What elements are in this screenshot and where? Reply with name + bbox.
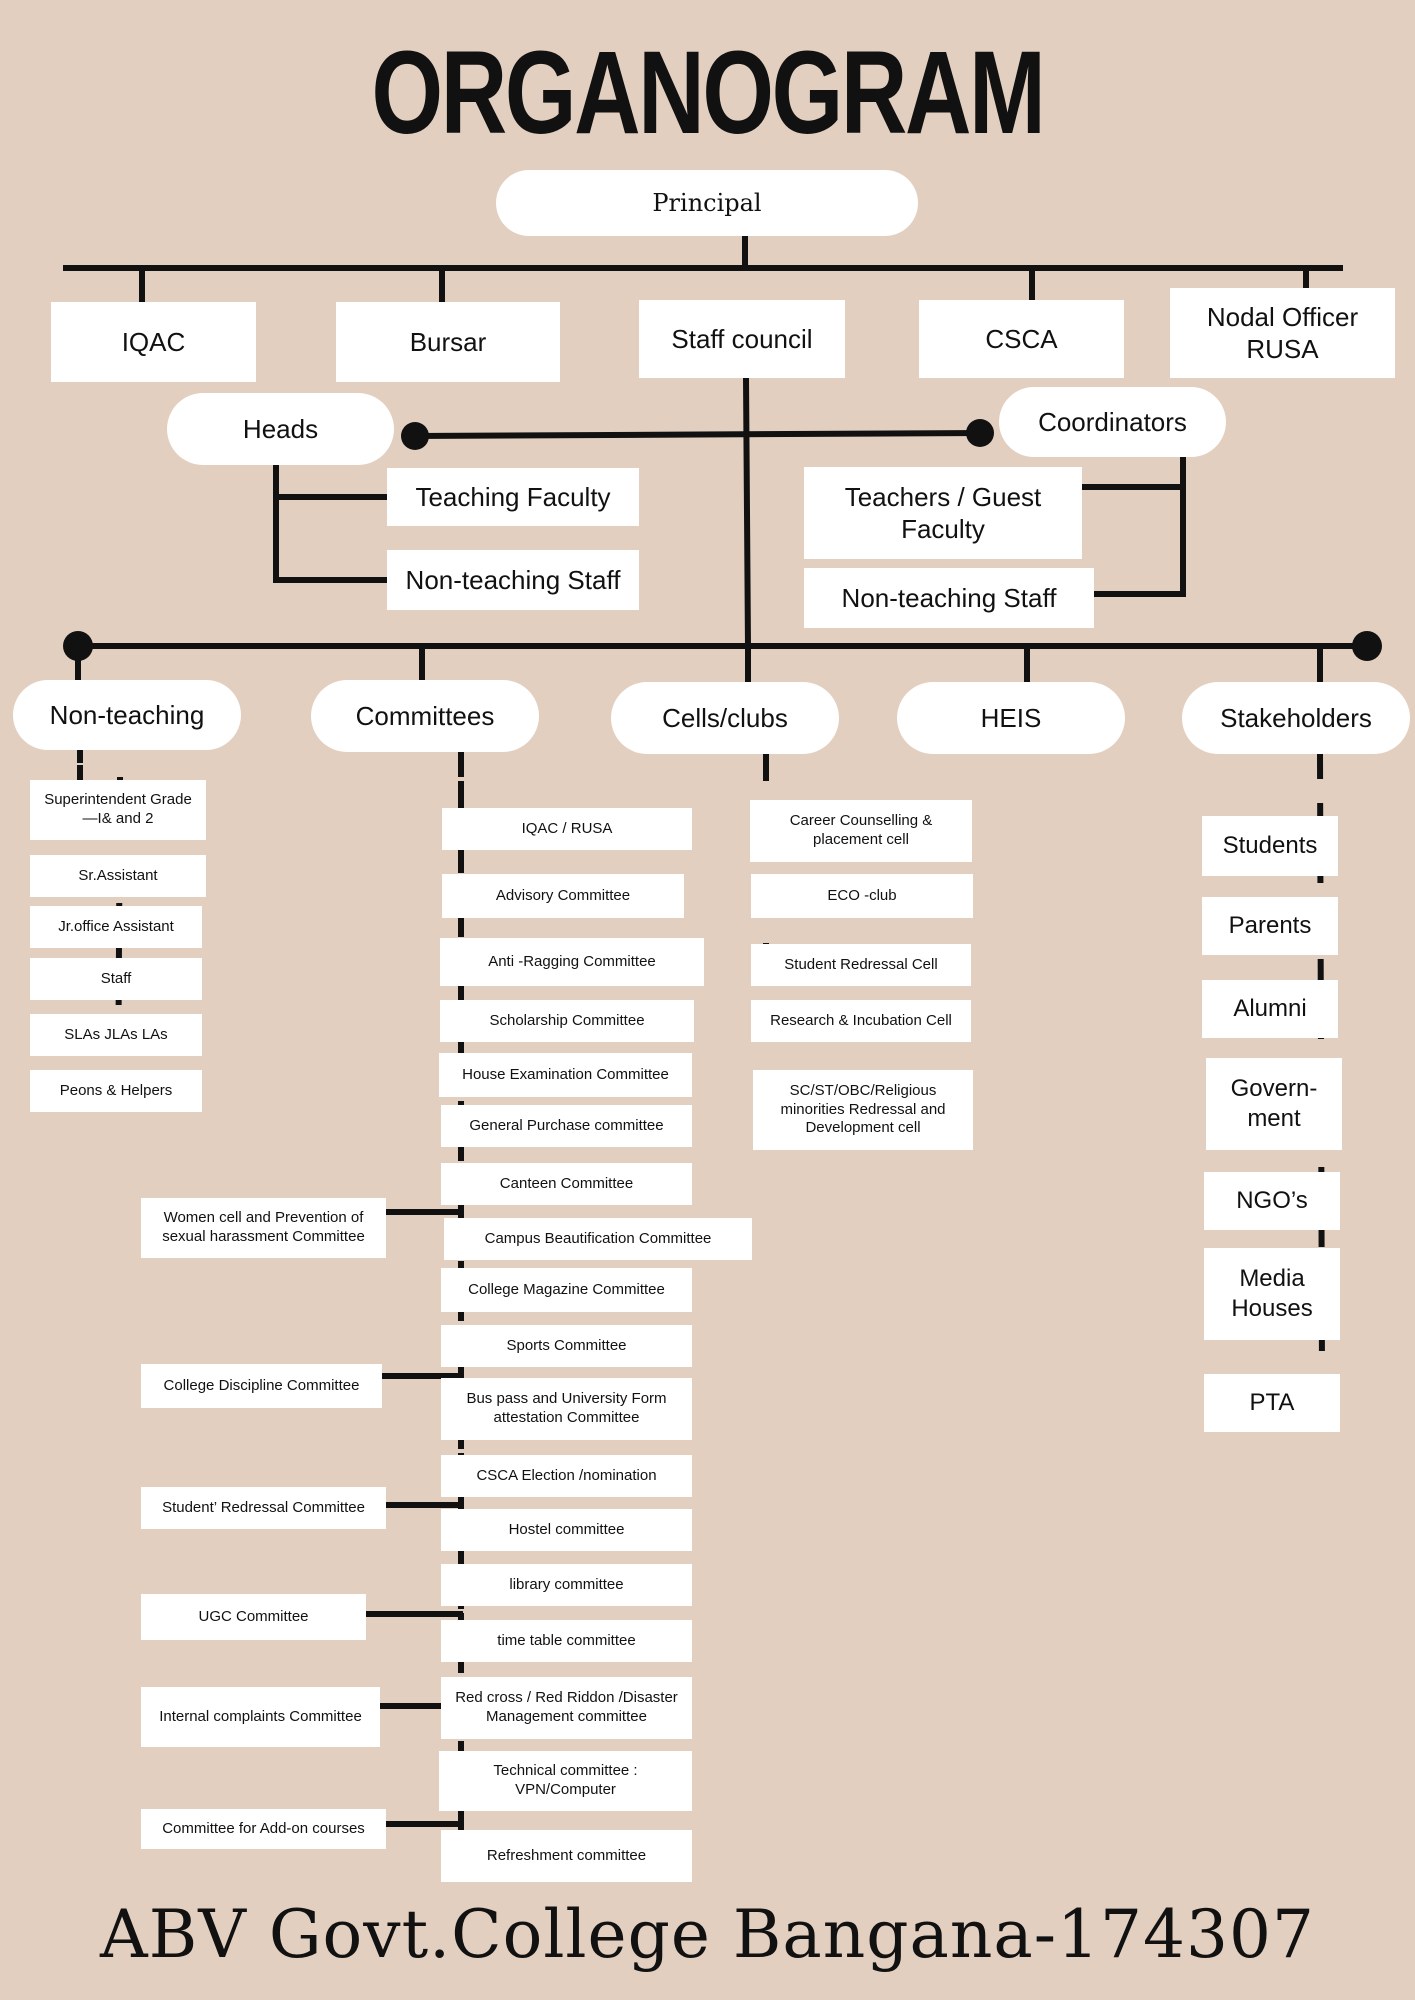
non-teaching-item: Peons & Helpers bbox=[30, 1070, 202, 1112]
committee-item: Advisory Committee bbox=[442, 874, 684, 918]
cell-item: ECO -club bbox=[751, 874, 973, 918]
heads-teaching-faculty: Teaching Faculty bbox=[387, 468, 639, 526]
top-node-csca: CSCA bbox=[919, 300, 1124, 378]
non-teaching-item: Sr.Assistant bbox=[30, 855, 206, 897]
top-node-staff-council: Staff council bbox=[639, 300, 845, 378]
committee-item: House Examination Committee bbox=[439, 1053, 692, 1097]
committee-item: Technical committee : VPN/Computer bbox=[439, 1751, 692, 1811]
stakeholder-item: Govern-ment bbox=[1206, 1058, 1342, 1150]
top-node-nodal-officer: Nodal Officer RUSA bbox=[1170, 288, 1395, 378]
stakeholder-item: NGO’s bbox=[1204, 1172, 1340, 1230]
committee-item: Refreshment committee bbox=[441, 1830, 692, 1882]
cell-item: Career Counselling & placement cell bbox=[750, 800, 972, 862]
committee-item: IQAC / RUSA bbox=[442, 808, 692, 850]
stakeholder-item: Media Houses bbox=[1204, 1248, 1340, 1340]
cell-item: SC/ST/OBC/Religious minorities Redressal… bbox=[753, 1070, 973, 1150]
cell-item: Research & Incubation Cell bbox=[751, 1000, 971, 1042]
committee-item: Hostel committee bbox=[441, 1509, 692, 1551]
committee-item: Anti -Ragging Committee bbox=[440, 938, 704, 986]
college-footer: ABV Govt.College Bangana-174307 bbox=[100, 1896, 1315, 1973]
stakeholder-item: Alumni bbox=[1202, 980, 1338, 1038]
coordinators-teachers-guest-faculty: Teachers / Guest Faculty bbox=[804, 467, 1082, 559]
side-committee-item: Women cell and Prevention of sexual hara… bbox=[141, 1198, 386, 1258]
committee-item: Canteen Committee bbox=[441, 1163, 692, 1205]
coordinators-non-teaching-staff: Non-teaching Staff bbox=[804, 568, 1094, 628]
side-committee-item: UGC Committee bbox=[141, 1594, 366, 1640]
committee-item: CSCA Election /nomination bbox=[441, 1455, 692, 1497]
committee-item: Sports Committee bbox=[441, 1325, 692, 1367]
committee-item: library committee bbox=[441, 1564, 692, 1606]
branch-stakeholders: Stakeholders bbox=[1182, 682, 1410, 754]
non-teaching-item: SLAs JLAs LAs bbox=[30, 1014, 202, 1056]
heads-non-teaching-staff: Non-teaching Staff bbox=[387, 550, 639, 610]
non-teaching-item: Staff bbox=[30, 958, 202, 1000]
top-node-bursar: Bursar bbox=[336, 302, 560, 382]
committee-item: Campus Beautification Committee bbox=[444, 1218, 752, 1260]
page-title: ORGANOGRAM bbox=[371, 27, 1046, 159]
non-teaching-item: Superintendent Grade —I& and 2 bbox=[30, 780, 206, 840]
side-committee-item: Committee for Add-on courses bbox=[141, 1809, 386, 1849]
stakeholder-item: PTA bbox=[1204, 1374, 1340, 1432]
committee-item: General Purchase committee bbox=[441, 1105, 692, 1147]
stakeholder-item: Students bbox=[1202, 816, 1338, 876]
side-committee-item: College Discipline Committee bbox=[141, 1364, 382, 1408]
branch-committees: Committees bbox=[311, 680, 539, 752]
committee-item: time table committee bbox=[441, 1620, 692, 1662]
committee-item: Bus pass and University Form attestation… bbox=[441, 1378, 692, 1440]
side-committee-item: Internal complaints Committee bbox=[141, 1687, 380, 1747]
non-teaching-item: Jr.office Assistant bbox=[30, 906, 202, 948]
committee-item: Red cross / Red Riddon /Disaster Managem… bbox=[441, 1677, 692, 1739]
heads-node: Heads bbox=[167, 393, 394, 465]
principal-node: Principal bbox=[496, 170, 918, 236]
committee-item: Scholarship Committee bbox=[440, 1000, 694, 1042]
coordinators-node: Coordinators bbox=[999, 387, 1226, 457]
branch-non-teaching: Non-teaching bbox=[13, 680, 241, 750]
top-node-iqac: IQAC bbox=[51, 302, 256, 382]
cell-item: Student Redressal Cell bbox=[751, 944, 971, 986]
stakeholder-item: Parents bbox=[1202, 897, 1338, 955]
branch-cells-clubs: Cells/clubs bbox=[611, 682, 839, 754]
side-committee-item: Student’ Redressal Committee bbox=[141, 1487, 386, 1529]
committee-item: College Magazine Committee bbox=[441, 1268, 692, 1312]
branch-heis: HEIS bbox=[897, 682, 1125, 754]
